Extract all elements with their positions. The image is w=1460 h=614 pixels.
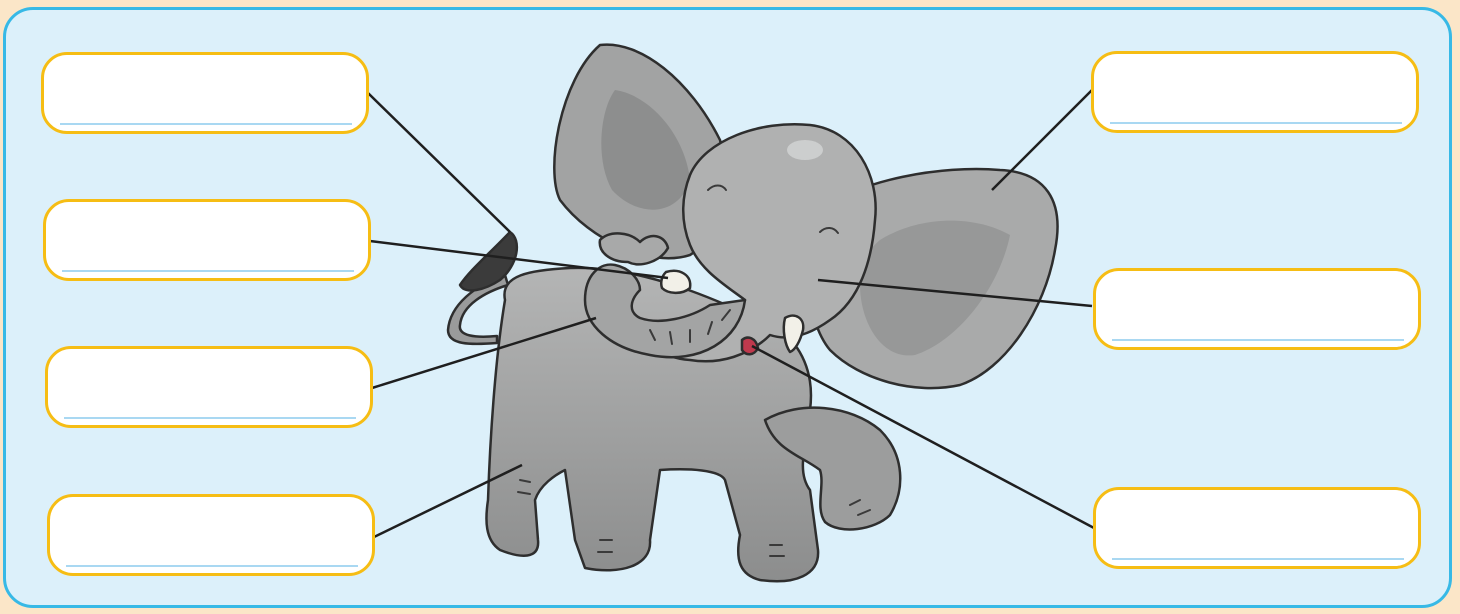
answer-box-mouth: [1093, 487, 1421, 569]
answer-input-tail[interactable]: [60, 87, 352, 125]
mouth: [742, 338, 758, 355]
answer-box-ear: [1091, 51, 1419, 133]
answer-input-eye[interactable]: [1112, 303, 1404, 341]
answer-box-tusk: [43, 199, 371, 281]
answer-box-trunk: [45, 346, 373, 428]
answer-box-leg: [47, 494, 375, 576]
answer-input-tusk[interactable]: [62, 234, 354, 272]
right-tusk: [784, 316, 803, 352]
answer-box-eye: [1093, 268, 1421, 350]
answer-input-trunk[interactable]: [64, 381, 356, 419]
answer-input-ear[interactable]: [1110, 86, 1402, 124]
answer-input-leg[interactable]: [66, 529, 358, 567]
answer-input-mouth[interactable]: [1112, 522, 1404, 560]
left-tusk: [661, 271, 690, 293]
answer-box-tail: [41, 52, 369, 134]
